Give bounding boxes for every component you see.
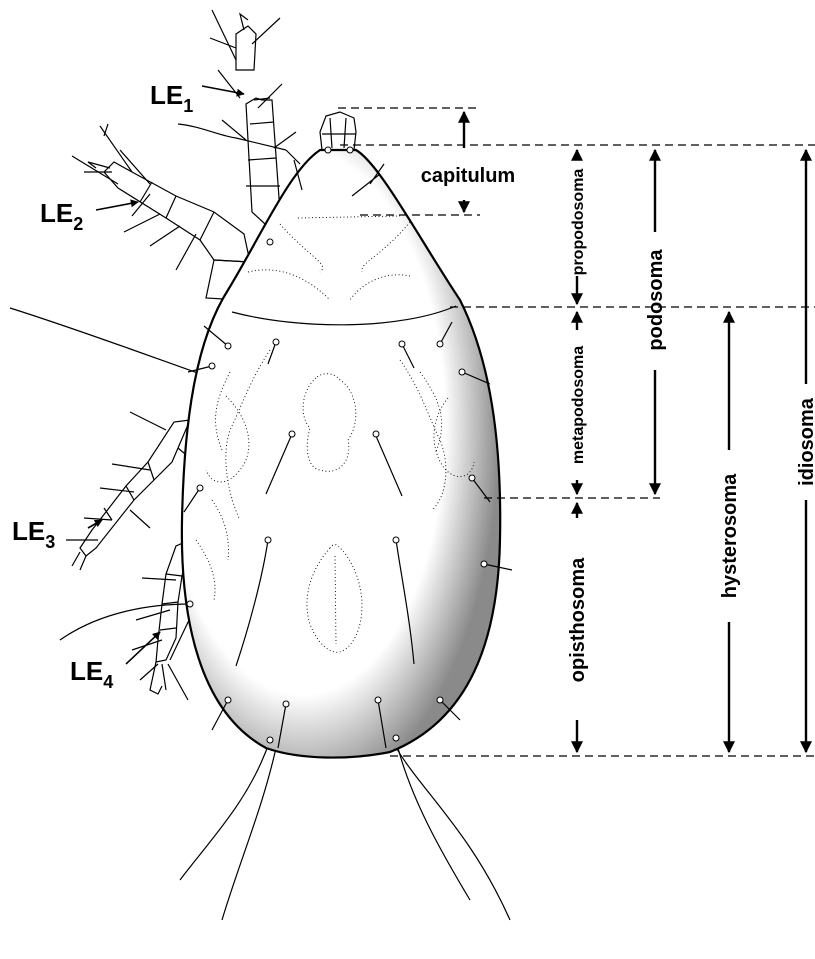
- label-le1: LE1: [150, 80, 193, 116]
- label-idiosoma: idiosoma: [796, 397, 815, 486]
- label-le2: LE2: [40, 198, 83, 234]
- label-opisthosoma: opisthosoma: [567, 557, 589, 682]
- label-le4: LE4: [70, 656, 113, 692]
- mite-body: [182, 150, 512, 758]
- label-le3: LE3: [12, 516, 55, 552]
- label-capitulum: capitulum: [421, 165, 515, 187]
- leg-2: [72, 124, 250, 300]
- label-metapodosoma: metapodosoma: [570, 346, 587, 464]
- leg-4: [132, 540, 190, 700]
- idiosoma-outline: [182, 150, 500, 758]
- label-hysterosoma: hysterosoma: [719, 473, 741, 598]
- capitulum-structure: [320, 112, 356, 153]
- label-propodosoma: propodosoma: [570, 169, 587, 276]
- label-podosoma: podosoma: [645, 249, 667, 351]
